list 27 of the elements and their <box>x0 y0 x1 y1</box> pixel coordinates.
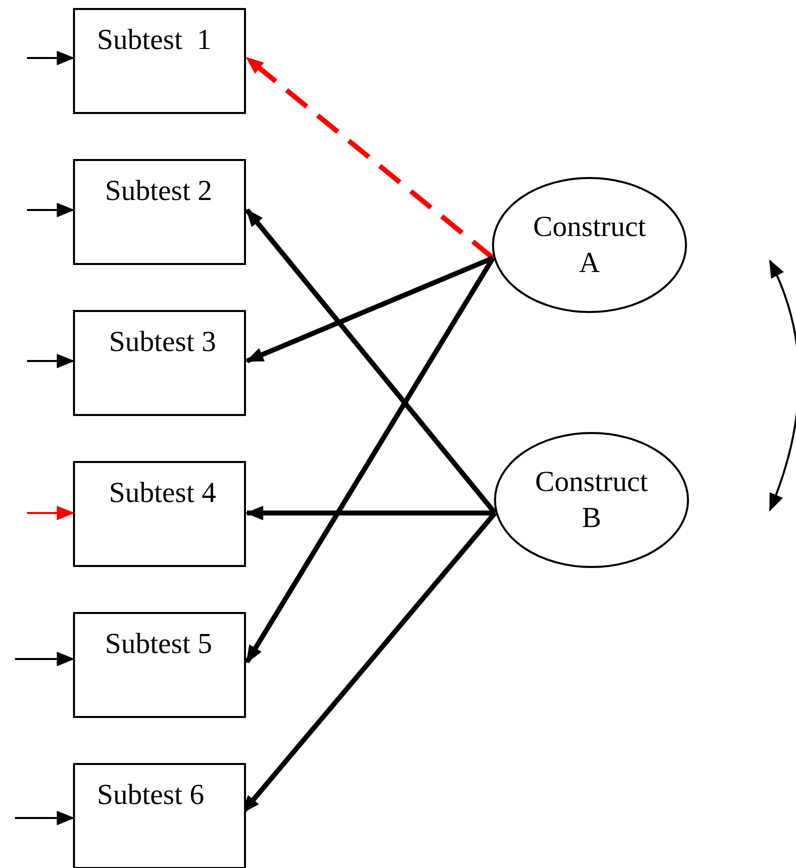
construct-ellipse <box>494 432 689 568</box>
construct-ellipse <box>492 177 687 313</box>
subtest-box <box>73 461 246 567</box>
ellipse-label: Construct B <box>534 465 649 536</box>
loading-arrow <box>245 256 494 364</box>
subtest-box <box>73 8 246 114</box>
error-arrow <box>15 652 75 666</box>
error-arrow <box>15 810 75 826</box>
box-label: Subtest 3 <box>109 326 216 359</box>
subtest-box <box>73 763 246 868</box>
subtest-box <box>73 310 246 416</box>
loading-arrow <box>245 506 495 520</box>
error-arrow <box>27 506 75 520</box>
subtest-box <box>73 159 246 265</box>
covariance-arrow <box>769 259 796 512</box>
subtest-box <box>73 612 246 718</box>
box-label: Subtest 6 <box>97 779 204 812</box>
error-arrow <box>27 50 75 66</box>
box-label: Subtest 1 <box>97 24 212 57</box>
error-arrow <box>27 354 75 368</box>
box-label: Subtest 5 <box>105 628 212 661</box>
ellipse-label: Construct A <box>532 210 647 281</box>
loading-arrow <box>245 56 495 260</box>
box-label: Subtest 4 <box>109 477 216 510</box>
error-arrow <box>27 202 75 218</box>
box-label: Subtest 2 <box>105 175 212 208</box>
loading-arrow <box>244 256 496 664</box>
